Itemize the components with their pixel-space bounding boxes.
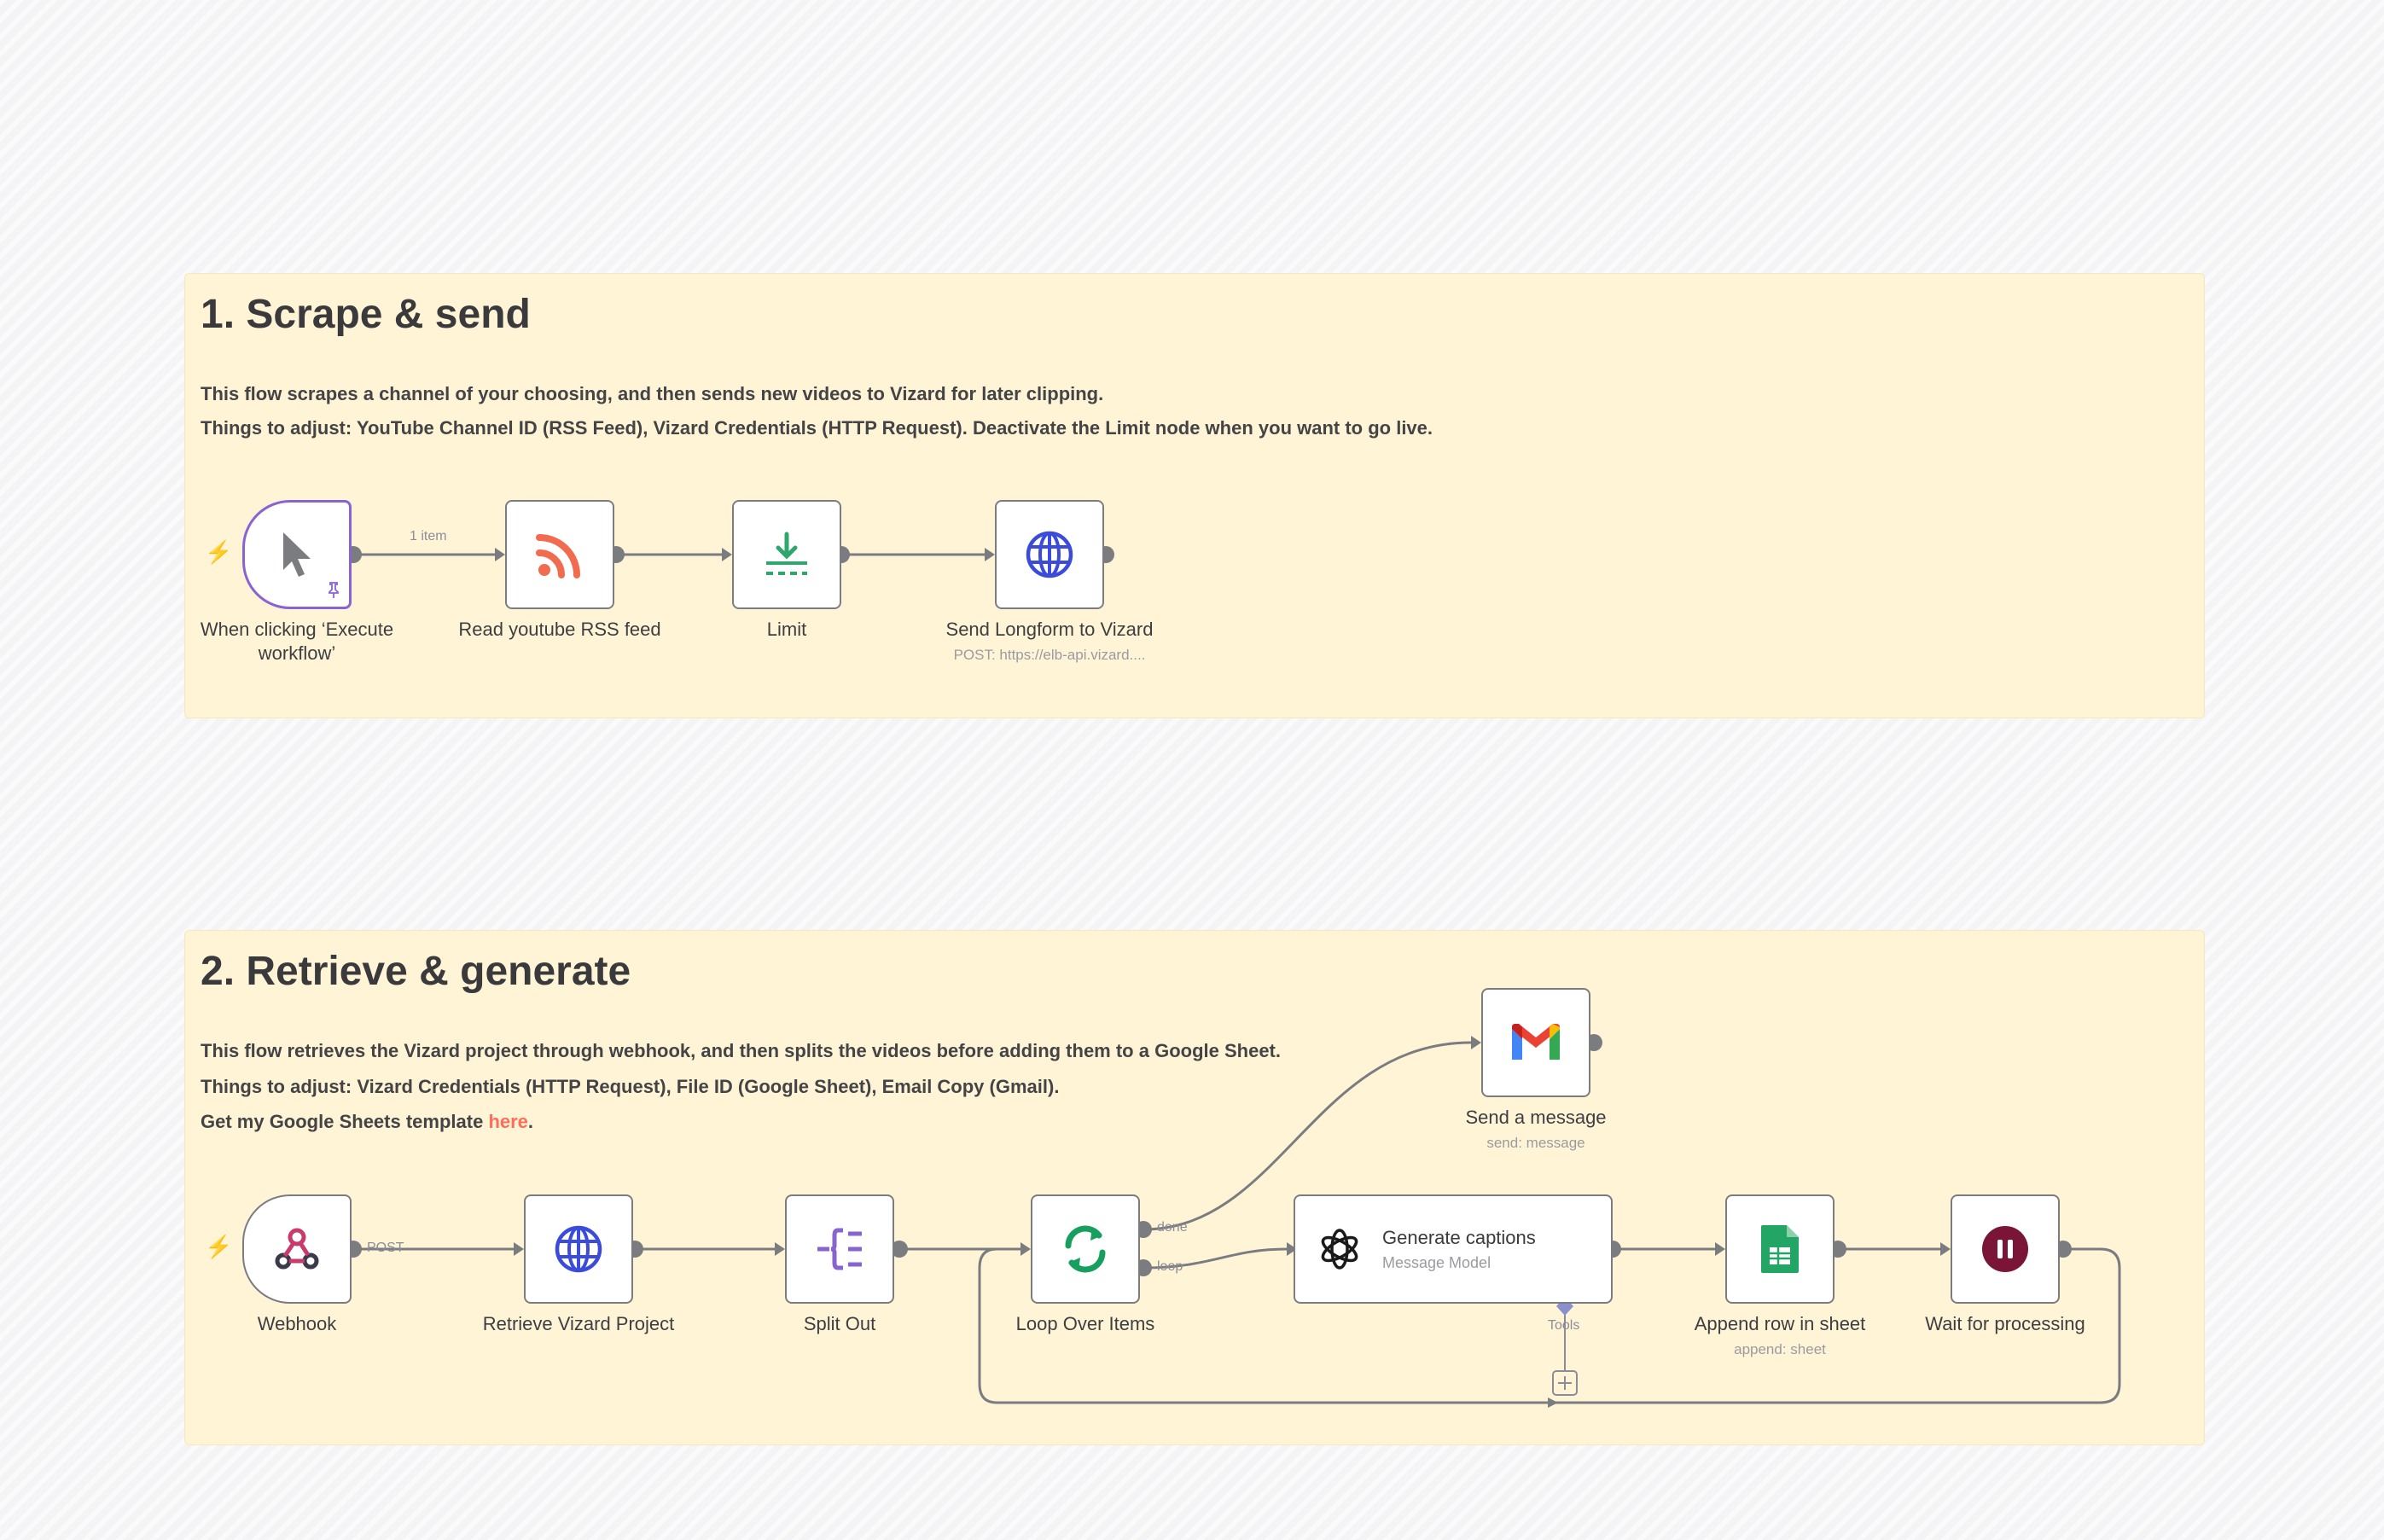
node-send-message[interactable] [1481, 988, 1590, 1097]
node-label-line: When clicking ‘Execute [200, 619, 394, 640]
node-append-row[interactable] [1725, 1194, 1835, 1304]
trigger-bolt-icon: ⚡ [205, 539, 233, 565]
template-prefix: Get my Google Sheets template [201, 1111, 489, 1132]
node-subtitle: POST: https://elb-api.vizard.... [953, 647, 1146, 663]
node-label: Wait for processing [1925, 1313, 2085, 1334]
loop-icon [1065, 1225, 1106, 1273]
node-text-group: Generate captions Message Model [1382, 1227, 1536, 1272]
edge-label-items: 1 item [410, 529, 447, 543]
node-limit[interactable] [732, 500, 841, 609]
sticky-title: 2. Retrieve & generate [201, 949, 631, 994]
split-out-icon [817, 1228, 862, 1270]
node-label: Limit [766, 619, 807, 640]
trigger-bolt-icon: ⚡ [205, 1234, 233, 1259]
globe-icon [1026, 531, 1073, 578]
node-read-rss[interactable] [505, 500, 614, 609]
node-label: Retrieve Vizard Project [482, 1313, 675, 1334]
node-subtitle: append: sheet [1734, 1341, 1826, 1357]
template-suffix: . [527, 1111, 534, 1132]
sticky-note-retrieve-generate[interactable]: 2. Retrieve & generate This flow retriev… [184, 930, 2205, 1445]
node-manual-trigger[interactable] [242, 500, 352, 609]
sticky-text-line: Things to adjust: YouTube Channel ID (RS… [201, 417, 1433, 439]
node-label: Split Out [803, 1313, 876, 1334]
google-sheets-icon [1761, 1225, 1799, 1273]
openai-icon [1321, 1229, 1358, 1270]
sticky-text-line: Things to adjust: Vizard Credentials (HT… [201, 1076, 1060, 1097]
pause-icon [1982, 1226, 2028, 1272]
node-webhook[interactable] [242, 1194, 352, 1304]
node-label: Send Longform to Vizard [945, 619, 1154, 640]
node-generate-captions[interactable]: Generate captions Message Model [1294, 1194, 1613, 1304]
webhook-icon [275, 1228, 319, 1270]
node-label: Read youtube RSS feed [458, 619, 661, 640]
cursor-icon [283, 532, 311, 577]
gmail-icon [1512, 1024, 1560, 1060]
edge-label-done: done [1157, 1220, 1188, 1235]
node-title: Generate captions [1382, 1226, 1536, 1248]
edge-label-tools: Tools [1548, 1318, 1580, 1333]
node-loop-over-items[interactable] [1031, 1194, 1140, 1304]
node-label: When clicking ‘Execute workflow’ [169, 618, 425, 665]
node-wait-for-processing[interactable] [1951, 1194, 2060, 1304]
sticky-title: 1. Scrape & send [201, 292, 531, 337]
node-label: Send a message [1465, 1107, 1607, 1128]
node-label: Loop Over Items [1015, 1313, 1155, 1334]
node-split-out[interactable] [785, 1194, 894, 1304]
node-subtitle: send: message [1486, 1135, 1585, 1151]
limit-icon [766, 532, 807, 575]
edge-label-post: POST [367, 1241, 404, 1255]
node-retrieve-vizard[interactable] [524, 1194, 633, 1304]
template-link[interactable]: here [488, 1111, 528, 1132]
node-label: Webhook [257, 1313, 337, 1334]
node-label-line: workflow’ [258, 642, 336, 664]
globe-icon [555, 1225, 602, 1273]
rss-icon [536, 534, 580, 578]
sticky-text-line: Get my Google Sheets template here. [201, 1111, 533, 1133]
node-send-longform[interactable] [995, 500, 1104, 609]
edge-label-loop: loop [1157, 1259, 1183, 1274]
sticky-note-scrape-send[interactable]: 1. Scrape & send This flow scrapes a cha… [184, 273, 2205, 718]
sticky-text-line: This flow scrapes a channel of your choo… [201, 383, 1104, 404]
node-label: Append row in sheet [1694, 1313, 1866, 1334]
sticky-text-line: This flow retrieves the Vizard project t… [201, 1040, 1281, 1061]
node-subtitle: Message Model [1382, 1253, 1491, 1271]
pin-icon [329, 582, 339, 598]
